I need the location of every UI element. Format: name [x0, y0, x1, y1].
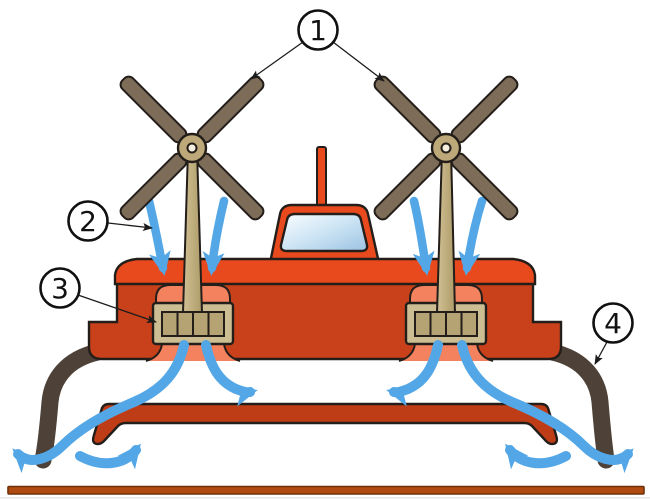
callout-4: 4 [592, 302, 634, 365]
ground [0, 485, 650, 499]
mast-right [435, 149, 457, 314]
skirt-right [543, 343, 615, 469]
propeller-hub-pin [440, 142, 452, 154]
duct-left-flare-edge [145, 343, 163, 362]
mast-left [181, 149, 204, 314]
propeller-blade [450, 152, 519, 221]
propeller-left-blades [119, 75, 265, 221]
airflow-right-cushion-curl [505, 443, 571, 470]
airflow-intake [144, 196, 487, 276]
propeller-blade [196, 152, 265, 221]
callout-1-circle [297, 9, 339, 51]
callout-2-arrow [107, 222, 153, 231]
callout-3-label: 3 [51, 272, 69, 305]
airflow-intake-right-inner [409, 196, 435, 276]
callout-2-circle [67, 200, 109, 242]
callout-1: 1 [250, 9, 385, 82]
callout-1-arrow-right [332, 41, 385, 82]
antenna [316, 146, 327, 212]
duct-right-flare-edge2 [476, 343, 494, 362]
callout-2: 2 [67, 200, 153, 242]
airflow-intake-left-outer [144, 196, 171, 276]
callout-1-arrow-left [250, 41, 304, 80]
airflow-left-escape [12, 340, 189, 474]
fan-assembly-left [151, 149, 235, 346]
callout-4-circle [592, 302, 634, 344]
propeller-blade [373, 152, 442, 221]
airflow-left-cushion-curl [75, 443, 141, 470]
airflow-intake-right-outer [458, 196, 487, 276]
bottom-platform [91, 402, 559, 446]
skirt-left [34, 343, 107, 469]
propeller-right-blades [373, 75, 519, 221]
callout-4-label: 4 [604, 307, 622, 340]
propeller-blade [450, 75, 519, 144]
ground-bar [7, 485, 645, 495]
airflow-intake-left-inner [202, 196, 229, 276]
propeller-blade [196, 75, 265, 144]
callout-1-label: 1 [309, 14, 327, 47]
propeller-right [373, 75, 519, 221]
airflow-underbody [12, 340, 634, 474]
propeller-blade [373, 75, 442, 144]
duct-left-flare [146, 344, 240, 361]
cabin-window [279, 212, 369, 253]
callout-4-arrow [594, 341, 608, 365]
airflow-right-cushion-inner [386, 340, 443, 407]
callout-3: 3 [39, 267, 157, 323]
airflow-left-cushion-inner [201, 340, 258, 407]
fan-assembly-right [404, 149, 488, 346]
callout-2-label: 2 [79, 205, 97, 238]
propeller-left [119, 75, 265, 221]
airflow-right-escape [457, 340, 634, 474]
callout-3-circle [39, 267, 81, 309]
ground-hairline [0, 497, 650, 499]
duct-left-flare-edge2 [223, 343, 241, 362]
propeller-hub-pin [186, 142, 198, 154]
callout-3-arrow [77, 294, 157, 323]
propeller-blade [119, 75, 188, 144]
duct-right-flare-edge [398, 343, 416, 362]
